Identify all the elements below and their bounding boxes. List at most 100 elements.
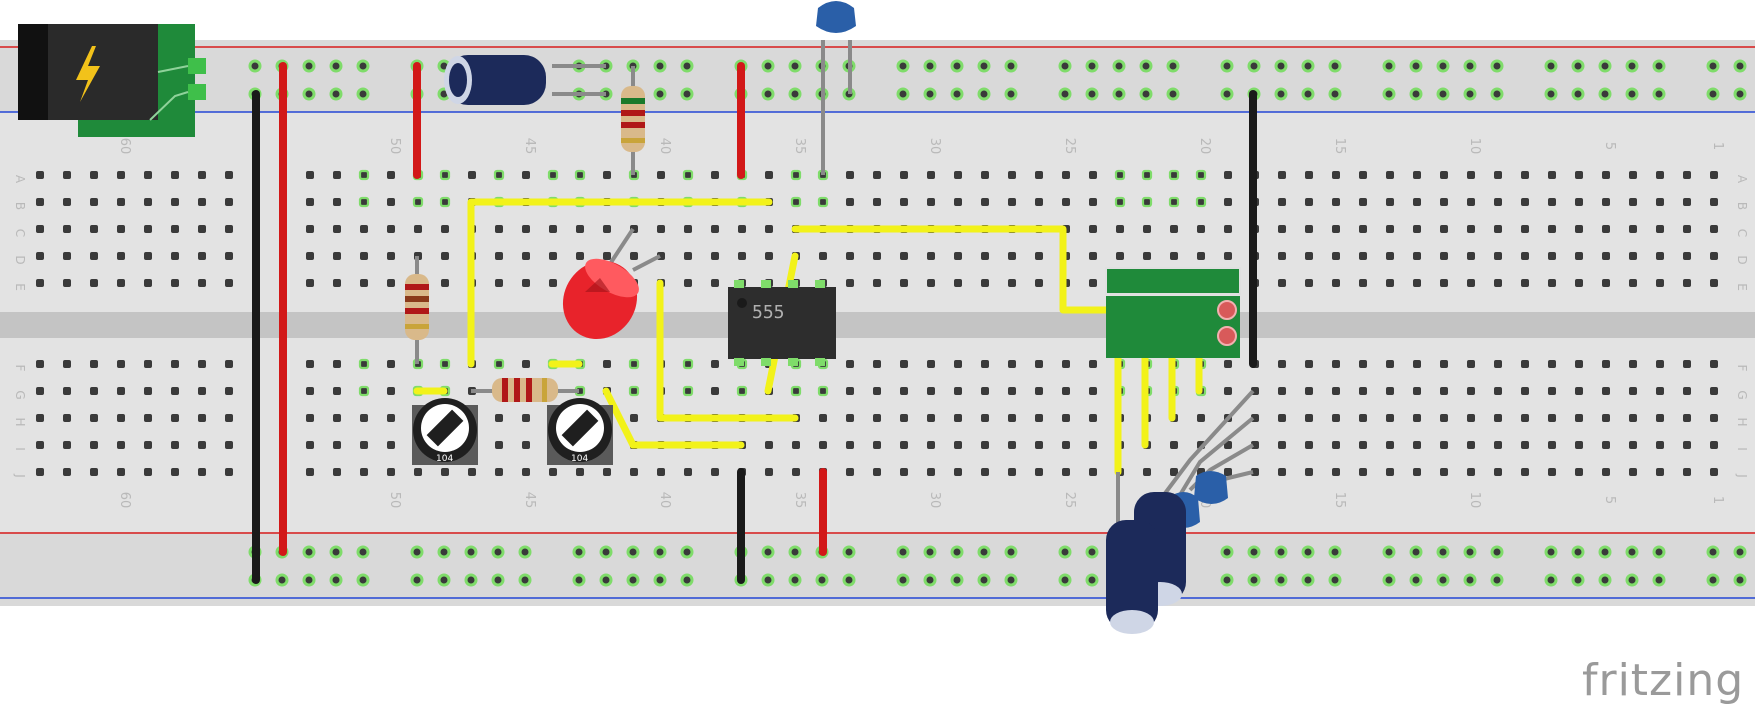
ic-label: 555 (752, 302, 785, 323)
hole-top (63, 279, 71, 287)
rail-hole (356, 545, 370, 559)
hole-top (1114, 196, 1126, 208)
hole-top (630, 252, 638, 260)
hole-top (1494, 225, 1502, 233)
hole-top (1710, 279, 1718, 287)
hole-bottom (1035, 441, 1043, 449)
hole-bottom (628, 358, 640, 370)
hole-top (1197, 252, 1205, 260)
fritzing-logo: fritzing (1582, 655, 1744, 706)
hole-top (1170, 252, 1178, 260)
hole-top (1359, 225, 1367, 233)
rail-hole (1598, 573, 1612, 587)
hole-top (36, 225, 44, 233)
electrolytic-capacitor-top (444, 55, 546, 105)
hole-bottom (1602, 414, 1610, 422)
rail-hole (1004, 59, 1018, 73)
hole-top (441, 252, 449, 260)
hole-top (522, 252, 530, 260)
rail-hole (1490, 59, 1504, 73)
hole-top (1386, 252, 1394, 260)
rail-hole (1652, 545, 1666, 559)
rail-hole (977, 87, 991, 101)
hole-top (1089, 171, 1097, 179)
rail-hole (977, 545, 991, 559)
rail-hole (302, 59, 316, 73)
hole-bottom (306, 441, 314, 449)
hole-top (1035, 252, 1043, 260)
hole-top (225, 225, 233, 233)
hole-top (495, 225, 503, 233)
hole-top (547, 169, 559, 181)
hole-top (1224, 225, 1232, 233)
hole-top (198, 252, 206, 260)
rail-hole (923, 573, 937, 587)
column-number-top: 10 (1467, 138, 1482, 155)
hole-bottom (171, 360, 179, 368)
rail-hole (1490, 545, 1504, 559)
hole-top (144, 279, 152, 287)
rail-hole (842, 545, 856, 559)
rail-hole (1058, 59, 1072, 73)
rail-hole (1166, 87, 1180, 101)
hole-top (441, 279, 449, 287)
rail-hole (491, 573, 505, 587)
hole-top (36, 198, 44, 206)
hole-top (1197, 225, 1205, 233)
hole-top (790, 196, 802, 208)
hole-bottom (225, 387, 233, 395)
hole-top (1008, 279, 1016, 287)
hole-bottom (333, 387, 341, 395)
hole-top (657, 225, 665, 233)
hole-top (846, 198, 854, 206)
hole-top (1683, 252, 1691, 260)
rail-hole (464, 573, 478, 587)
hole-bottom (387, 387, 395, 395)
hole-bottom (954, 414, 962, 422)
hole-bottom (1008, 468, 1016, 476)
hole-bottom (522, 360, 530, 368)
hole-bottom (495, 414, 503, 422)
hole-top (306, 252, 314, 260)
row-letter-right: G (1735, 390, 1749, 399)
hole-top (198, 198, 206, 206)
hole-top (576, 252, 584, 260)
resistor-top (621, 86, 645, 152)
hole-bottom (1521, 360, 1529, 368)
hole-top (198, 225, 206, 233)
hole-bottom (792, 468, 800, 476)
hole-bottom (790, 385, 802, 397)
hole-top (1305, 252, 1313, 260)
hole-top (225, 198, 233, 206)
hole-top (684, 279, 692, 287)
hole-top (981, 279, 989, 287)
rail-hole (761, 545, 775, 559)
hole-top (1629, 279, 1637, 287)
column-number-bottom: 50 (387, 492, 402, 509)
hole-bottom (873, 468, 881, 476)
hole-top (1278, 225, 1286, 233)
hole-bottom (1089, 441, 1097, 449)
hole-top (900, 198, 908, 206)
rail-hole (1706, 59, 1720, 73)
hole-bottom (1656, 468, 1664, 476)
rail-hole (302, 573, 316, 587)
hole-bottom (1440, 360, 1448, 368)
hole-top (1359, 252, 1367, 260)
hole-bottom (90, 441, 98, 449)
hole-bottom (1386, 387, 1394, 395)
hole-bottom (1359, 414, 1367, 422)
hole-bottom (1305, 414, 1313, 422)
rail-hole (653, 87, 667, 101)
rail-hole (572, 573, 586, 587)
hole-top (927, 171, 935, 179)
hole-bottom (1602, 468, 1610, 476)
hole-top (1305, 225, 1313, 233)
hole-top (549, 225, 557, 233)
hole-bottom (711, 468, 719, 476)
column-number-top: 30 (927, 138, 942, 155)
hole-bottom (1656, 441, 1664, 449)
hole-top (171, 225, 179, 233)
hole-top (1413, 171, 1421, 179)
rail-hole (626, 545, 640, 559)
